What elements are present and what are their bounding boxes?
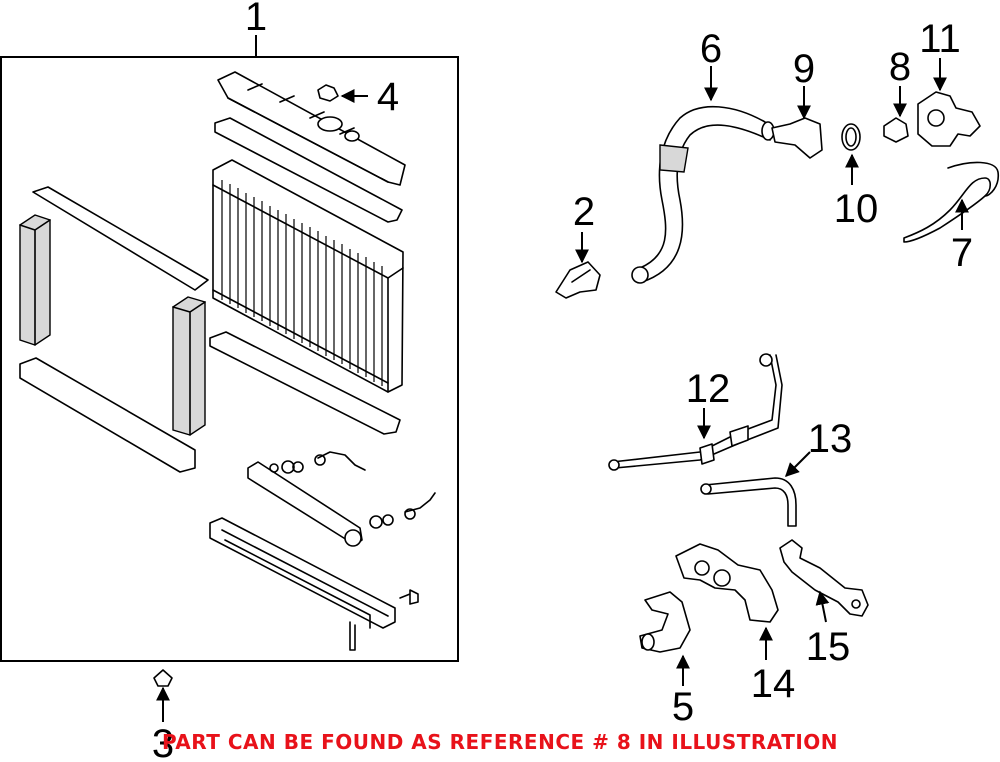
radiator-assembly-frame bbox=[0, 56, 459, 662]
upper-air-seal bbox=[32, 186, 209, 291]
water-outlet-pipe bbox=[675, 543, 779, 623]
callout-4: 4 bbox=[377, 75, 399, 119]
leader-line-15 bbox=[815, 590, 830, 623]
hose-clamp-icon bbox=[555, 261, 601, 299]
callout-13: 13 bbox=[808, 417, 853, 461]
bypass-hose bbox=[903, 177, 992, 243]
water-hose bbox=[704, 477, 797, 527]
water-pipe-bracket bbox=[779, 539, 869, 617]
radiator-cap-icon bbox=[317, 84, 339, 102]
radiator-core bbox=[212, 159, 404, 393]
lower-tank bbox=[209, 517, 419, 651]
callout-10: 10 bbox=[834, 187, 879, 231]
upper-radiator-hose bbox=[631, 105, 775, 284]
callout-1: 1 bbox=[245, 0, 267, 39]
reference-note: PART CAN BE FOUND AS REFERENCE # 8 IN IL… bbox=[161, 730, 839, 754]
callout-2: 2 bbox=[573, 190, 595, 234]
water-bypass-pipe bbox=[611, 354, 783, 469]
lower-tank-gasket bbox=[209, 331, 401, 435]
radiator-assembly-group bbox=[0, 35, 459, 662]
callout-12: 12 bbox=[686, 367, 731, 411]
water-inlet-icon bbox=[771, 117, 823, 159]
callout-9: 9 bbox=[793, 47, 815, 91]
callout-14: 14 bbox=[751, 662, 796, 706]
upper-tank bbox=[217, 71, 406, 186]
callout-15: 15 bbox=[806, 625, 851, 669]
lower-air-seal bbox=[19, 357, 196, 473]
drain-plug-icon bbox=[153, 669, 173, 687]
callout-5: 5 bbox=[672, 685, 694, 729]
leader-line-13 bbox=[785, 451, 811, 477]
callout-7: 7 bbox=[951, 231, 973, 275]
callout-3: 3 bbox=[152, 722, 174, 762]
upper-tank-gasket bbox=[214, 117, 403, 223]
thermostat-housing-icon bbox=[917, 91, 981, 147]
o-ring-gasket-icon bbox=[841, 123, 861, 151]
callout-11: 11 bbox=[919, 17, 961, 61]
oil-cooler bbox=[247, 451, 436, 547]
callout-6: 6 bbox=[700, 27, 722, 71]
callout-8: 8 bbox=[889, 45, 911, 89]
right-side-seal bbox=[172, 296, 206, 436]
thermostat-icon bbox=[883, 117, 909, 143]
